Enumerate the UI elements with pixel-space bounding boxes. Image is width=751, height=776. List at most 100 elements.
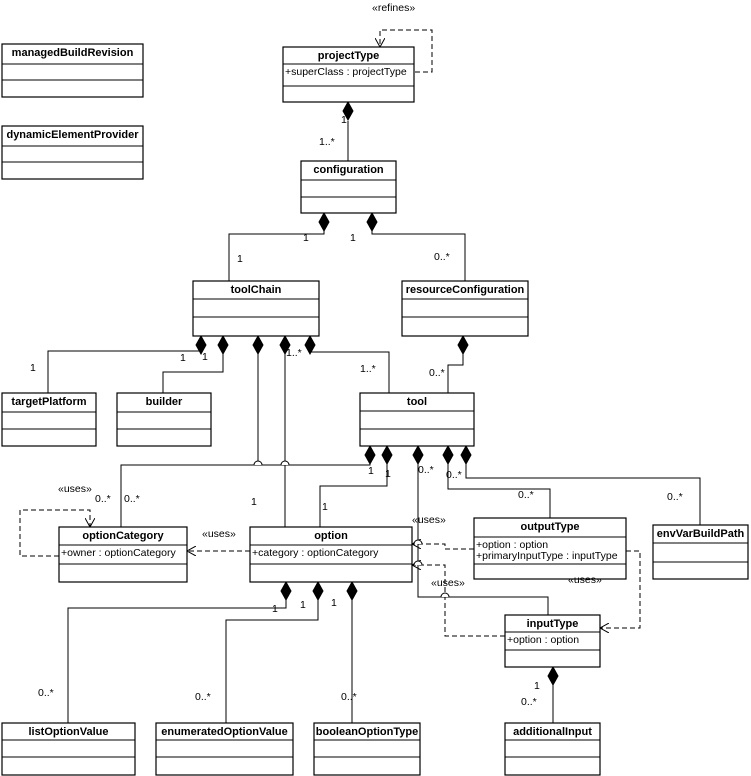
multiplicity-label: 1 — [385, 468, 391, 480]
composition-diamond-tool-inputtype — [412, 444, 424, 466]
composition-diamond-option-enumeratedoptionvalue — [312, 580, 324, 602]
class-name: listOptionValue — [28, 726, 108, 738]
composition-line-configuration-resourceconfiguration — [371, 231, 466, 281]
composition-line-toolchain-tool — [309, 351, 390, 393]
line-crossing-hop — [253, 460, 263, 466]
dependency-refines-projecttype — [380, 29, 433, 73]
multiplicity-label: 0..* — [521, 696, 537, 708]
stereotype-uses: «uses» — [58, 483, 92, 495]
class-box-border — [1, 125, 144, 180]
class-box-managedBuildRevision[interactable]: managedBuildRevision — [1, 43, 144, 98]
composition-line-tool-envvarbuildpath — [465, 464, 701, 525]
class-name: enumeratedOptionValue — [161, 726, 288, 738]
multiplicity-label: 0..* — [446, 469, 462, 481]
composition-diamond-tool-outputtype — [442, 444, 454, 466]
class-name: tool — [407, 396, 427, 408]
class-box-enumeratedOptionValue[interactable]: enumeratedOptionValue — [155, 722, 294, 776]
composition-diamond-tool-optioncategory — [364, 444, 376, 466]
composition-diamond-inputtype-additionalinput — [547, 665, 559, 687]
dependency-uses-outputtype-option — [412, 544, 474, 550]
multiplicity-label: 1 — [322, 501, 328, 513]
composition-line-configuration-toolchain — [228, 231, 325, 281]
class-box-border — [300, 160, 397, 214]
class-box-border — [401, 280, 529, 337]
class-box-tool[interactable]: tool — [359, 392, 475, 447]
class-name: envVarBuildPath — [657, 528, 745, 540]
class-box-border — [504, 614, 601, 668]
class-box-outputType[interactable]: outputType+option : option+primaryInputT… — [473, 517, 627, 580]
multiplicity-label: 1 — [534, 680, 540, 692]
composition-diamond-option-booleanoptiontype — [346, 580, 358, 602]
multiplicity-label: 0..* — [38, 687, 54, 699]
composition-diamond-tool-option — [381, 444, 393, 466]
line-crossing-hop — [280, 460, 290, 466]
class-box-builder[interactable]: builder — [116, 392, 212, 447]
class-name: managedBuildRevision — [12, 47, 134, 59]
class-name: dynamicElementProvider — [6, 129, 139, 141]
composition-line-option-enumeratedoptionvalue — [225, 600, 319, 723]
class-box-border — [473, 517, 627, 580]
class-box-border — [58, 526, 188, 583]
composition-diamond-configuration-resourceconfiguration — [366, 211, 378, 233]
class-box-optionCategory[interactable]: optionCategory+owner : optionCategory — [58, 526, 188, 583]
class-attribute: +option : option — [507, 634, 579, 646]
line-crossing-hop — [440, 592, 450, 598]
dependency-uses-outputtype-inputtype — [600, 550, 641, 628]
class-box-border — [116, 392, 212, 447]
class-box-dynamicElementProvider[interactable]: dynamicElementProvider — [1, 125, 144, 180]
stereotype-uses: «uses» — [431, 577, 465, 589]
multiplicity-label: 1 — [202, 351, 208, 363]
composition-line-tool-inputtype — [417, 464, 549, 615]
multiplicity-label: 1..* — [319, 136, 335, 148]
multiplicity-label: 0..* — [418, 464, 434, 476]
multiplicity-label: 1 — [350, 232, 356, 244]
stereotype-uses: «uses» — [202, 528, 236, 540]
stereotype-uses: «uses» — [412, 514, 446, 526]
composition-diamond-configuration-toolchain — [318, 211, 330, 233]
multiplicity-label: 0..* — [124, 493, 140, 505]
class-name: inputType — [527, 618, 579, 630]
class-box-border — [359, 392, 475, 447]
composition-diamond-resourceconfiguration-tool — [457, 334, 469, 356]
dependency-uses-optioncategory-self — [19, 509, 90, 557]
line-crossing-hop — [413, 539, 423, 545]
class-box-envVarBuildPath[interactable]: envVarBuildPath — [652, 524, 749, 580]
composition-line-toolchain-builder — [162, 354, 224, 393]
multiplicity-label: 1 — [341, 114, 347, 126]
multiplicity-label: 1..* — [286, 347, 302, 359]
multiplicity-label: 0..* — [518, 489, 534, 501]
class-box-border — [313, 722, 421, 776]
line-crossing-hop — [413, 560, 423, 566]
class-box-option[interactable]: option+category : optionCategory — [249, 526, 413, 583]
class-box-border — [155, 722, 294, 776]
class-box-border — [282, 46, 415, 103]
class-name: configuration — [313, 164, 384, 176]
class-box-booleanOptionType[interactable]: booleanOptionType — [313, 722, 421, 776]
dependency-uses-inputtype-option — [412, 565, 505, 637]
class-attribute: +owner : optionCategory — [61, 547, 176, 559]
composition-diamond-toolchain-optioncategory — [252, 334, 264, 356]
class-box-resourceConfiguration[interactable]: resourceConfiguration — [401, 280, 529, 337]
multiplicity-label: 0..* — [434, 251, 450, 263]
stereotype-refines: «refines» — [372, 2, 415, 14]
class-box-configuration[interactable]: configuration — [300, 160, 397, 214]
class-box-projectType[interactable]: projectType+superClass : projectType — [282, 46, 415, 103]
multiplicity-label: 0..* — [429, 367, 445, 379]
class-name: outputType — [520, 521, 579, 533]
multiplicity-label: 1 — [272, 603, 278, 615]
class-name: toolChain — [231, 284, 282, 296]
multiplicity-label: 1 — [237, 253, 243, 265]
class-box-border — [249, 526, 413, 583]
class-name: projectType — [318, 50, 380, 62]
class-box-targetPlatform[interactable]: targetPlatform — [1, 392, 97, 447]
class-box-inputType[interactable]: inputType +option : option — [504, 614, 601, 668]
class-box-toolChain[interactable]: toolChain — [192, 280, 320, 337]
composition-diamond-toolchain-tool — [304, 334, 316, 356]
class-box-listOptionValue[interactable]: listOptionValue — [1, 722, 136, 776]
class-name: targetPlatform — [11, 396, 86, 408]
class-box-additionalInput[interactable]: additionalInput — [504, 722, 601, 776]
class-box-border — [192, 280, 320, 337]
class-attribute: +category : optionCategory — [252, 547, 379, 559]
class-attribute: +primaryInputType : inputType — [476, 550, 618, 562]
class-box-border — [1, 43, 144, 98]
